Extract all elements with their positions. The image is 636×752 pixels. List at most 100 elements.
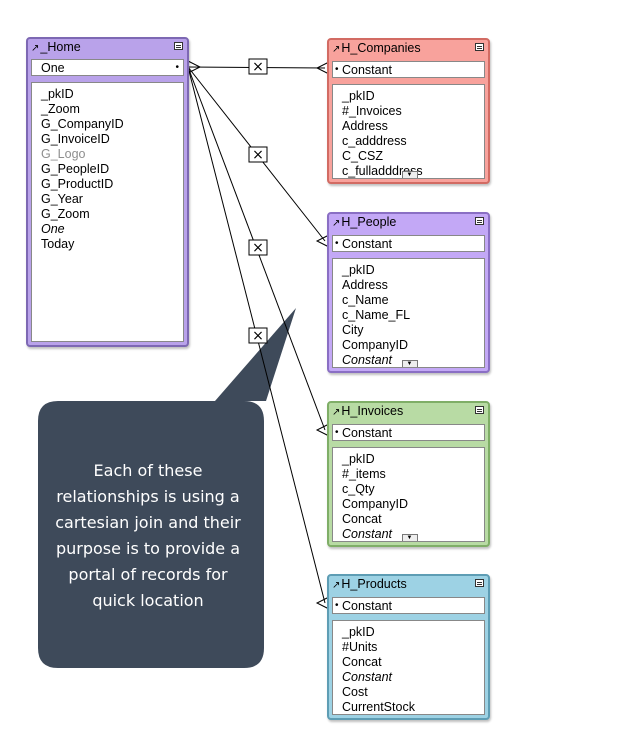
table-companies[interactable]: ↗H_Companies • Constant _pkID #_Invoices… [327, 38, 490, 184]
field-item[interactable]: Constant [342, 670, 393, 684]
field-item[interactable]: Concat [342, 512, 382, 526]
match-field-label: Constant [342, 237, 393, 251]
field-item[interactable]: Constant [342, 527, 393, 541]
table-header[interactable]: ↗_Home [28, 39, 187, 55]
operator-invoices[interactable]: × [248, 239, 268, 256]
field-item[interactable]: #Units [342, 640, 378, 654]
table-home[interactable]: ↗_Home One • _pkID _Zoom G_CompanyID G_I… [26, 37, 189, 347]
collapse-icon[interactable] [475, 579, 484, 587]
scroll-down-icon[interactable]: ▼ [401, 534, 418, 541]
table-products[interactable]: ↗H_Products • Constant _pkID #Units Conc… [327, 574, 490, 720]
scroll-down-icon[interactable]: ▼ [401, 171, 418, 178]
table-title: H_Products [341, 577, 407, 591]
crows-foot-people [315, 234, 330, 248]
field-item[interactable]: c_Qty [342, 482, 375, 496]
match-dot-icon: • [175, 62, 179, 73]
field-item[interactable]: Constant [342, 353, 393, 367]
operator-people[interactable]: × [248, 146, 268, 163]
field-item[interactable]: Today [41, 237, 75, 251]
match-field-label: Constant [342, 426, 393, 440]
match-dot-icon: • [335, 427, 339, 438]
field-item[interactable]: City [342, 323, 364, 337]
operator-symbol: × [252, 240, 264, 256]
alias-arrow-icon: ↗ [332, 44, 341, 55]
field-item[interactable]: G_PeopleID [41, 162, 110, 176]
collapse-icon[interactable] [475, 43, 484, 51]
field-list[interactable]: _pkID #_items c_Qty CompanyID Concat Con… [332, 447, 485, 542]
field-item[interactable]: Address [342, 278, 388, 292]
field-item[interactable]: _pkID [41, 87, 74, 101]
table-header[interactable]: ↗H_People [329, 214, 488, 230]
field-item[interactable]: G_Year [41, 192, 83, 206]
field-item[interactable]: _pkID [342, 263, 375, 277]
operator-symbol: × [252, 328, 264, 344]
crows-foot-products [315, 596, 330, 610]
scroll-down-icon[interactable]: ▼ [401, 360, 418, 367]
field-item[interactable]: G_Logo [41, 147, 86, 161]
field-item[interactable]: #_items [342, 467, 386, 481]
alias-arrow-icon: ↗ [31, 43, 40, 54]
collapse-icon[interactable] [475, 406, 484, 414]
field-item[interactable]: _Zoom [41, 102, 80, 116]
field-item[interactable]: CompanyID [342, 497, 408, 511]
field-item[interactable]: CurrentStock [342, 700, 415, 714]
alias-arrow-icon: ↗ [332, 407, 341, 418]
match-field[interactable]: • Constant [332, 597, 485, 614]
field-list[interactable]: _pkID #_Invoices Address c_adddress C_CS… [332, 84, 485, 179]
match-dot-icon: • [335, 64, 339, 75]
field-item[interactable]: G_Zoom [41, 207, 90, 221]
alias-arrow-icon: ↗ [332, 218, 341, 229]
field-item[interactable]: One [41, 222, 65, 236]
field-item[interactable]: _pkID [342, 625, 375, 639]
field-list[interactable]: _pkID _Zoom G_CompanyID G_InvoiceID G_Lo… [31, 82, 184, 342]
table-title: H_Invoices [341, 404, 404, 418]
crows-foot-invoices [315, 423, 330, 437]
callout-line: purpose is to provide a [55, 539, 241, 558]
operator-symbol: × [252, 147, 264, 163]
table-header[interactable]: ↗H_Companies [329, 40, 488, 56]
field-item[interactable]: c_Name [342, 293, 389, 307]
callout-line: cartesian join and their [55, 513, 241, 532]
field-item[interactable]: _pkID [342, 452, 375, 466]
match-field[interactable]: • Constant [332, 235, 485, 252]
table-header[interactable]: ↗H_Invoices [329, 403, 488, 419]
field-item[interactable]: G_InvoiceID [41, 132, 110, 146]
collapse-icon[interactable] [475, 217, 484, 225]
callout-line: quick location [92, 591, 204, 610]
match-field-label: Constant [342, 63, 393, 77]
match-dot-icon: • [335, 238, 339, 249]
table-invoices[interactable]: ↗H_Invoices • Constant _pkID #_items c_Q… [327, 401, 490, 547]
operator-companies[interactable]: × [248, 58, 268, 75]
table-people[interactable]: ↗H_People • Constant _pkID Address c_Nam… [327, 212, 490, 373]
field-item[interactable]: Cost [342, 685, 368, 699]
alias-arrow-icon: ↗ [332, 580, 341, 591]
crows-foot-home [187, 60, 202, 74]
field-list[interactable]: _pkID Address c_Name c_Name_FL City Comp… [332, 258, 485, 368]
collapse-icon[interactable] [174, 42, 183, 50]
field-item[interactable]: #_Invoices [342, 104, 402, 118]
match-field[interactable]: One • [31, 59, 184, 76]
match-field[interactable]: • Constant [332, 61, 485, 78]
callout-line: relationships is using a [56, 487, 240, 506]
field-item[interactable]: c_Name_FL [342, 308, 411, 322]
callout-bubble [38, 308, 296, 668]
match-field-label: One [41, 61, 65, 75]
callout-text: Each of these relationships is using a c… [38, 458, 258, 614]
field-item[interactable]: G_ProductID [41, 177, 114, 191]
field-item[interactable]: CompanyID [342, 338, 408, 352]
callout-line: portal of records for [68, 565, 228, 584]
field-list[interactable]: _pkID #Units Concat Constant Cost Curren… [332, 620, 485, 715]
field-item[interactable]: G_CompanyID [41, 117, 124, 131]
operator-products[interactable]: × [248, 327, 268, 344]
field-item[interactable]: c_adddress [342, 134, 407, 148]
field-item[interactable]: Concat [342, 655, 382, 669]
crows-foot-companies [315, 61, 330, 75]
field-item[interactable]: Address [342, 119, 388, 133]
field-item[interactable]: C_CSZ [342, 149, 383, 163]
match-field-label: Constant [342, 599, 393, 613]
table-title: H_Companies [341, 41, 421, 55]
field-item[interactable]: _pkID [342, 89, 375, 103]
match-field[interactable]: • Constant [332, 424, 485, 441]
table-header[interactable]: ↗H_Products [329, 576, 488, 592]
